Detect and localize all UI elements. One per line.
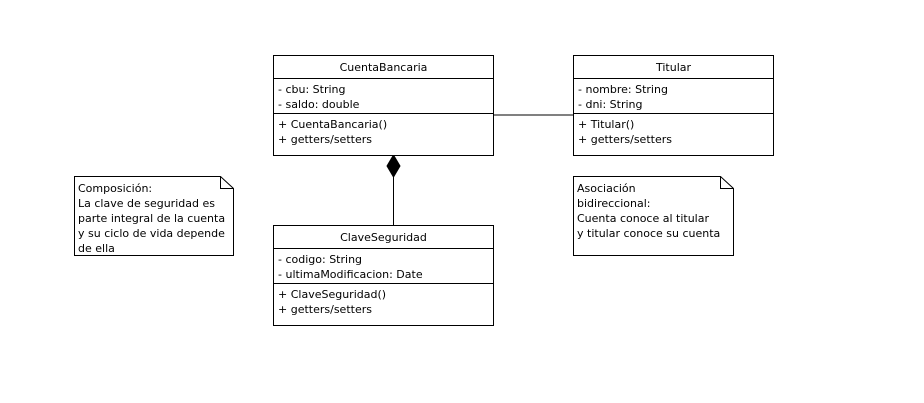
class-attributes: - cbu: String - saldo: double xyxy=(274,79,493,114)
class-operations: + Titular() + getters/setters xyxy=(574,114,773,147)
operation: + getters/setters xyxy=(578,133,672,146)
class-clave-seguridad[interactable]: ClaveSeguridad - codigo: String - ultima… xyxy=(273,225,494,326)
note-text: Composición: La clave de seguridad es pa… xyxy=(78,181,225,256)
class-operations: + CuentaBancaria() + getters/setters xyxy=(274,114,493,147)
note-text: Asociación bidireccional: Cuenta conoce … xyxy=(577,181,720,241)
operation: + Titular() xyxy=(578,118,635,131)
note-line: Cuenta conoce al titular xyxy=(577,212,709,225)
note-asociacion[interactable]: Asociación bidireccional: Cuenta conoce … xyxy=(573,176,735,257)
attribute: - saldo: double xyxy=(278,98,360,111)
attribute: - cbu: String xyxy=(278,83,346,96)
operation: + ClaveSeguridad() xyxy=(278,288,387,301)
note-line: Asociación xyxy=(577,182,636,195)
attribute: - nombre: String xyxy=(578,83,668,96)
operation: + getters/setters xyxy=(278,303,372,316)
operation: + CuentaBancaria() xyxy=(278,118,388,131)
note-line: Composición: xyxy=(78,182,153,195)
note-line: bidireccional: xyxy=(577,197,651,210)
operation: + getters/setters xyxy=(278,133,372,146)
note-composicion[interactable]: Composición: La clave de seguridad es pa… xyxy=(74,176,235,257)
note-line: parte integral de la cuenta xyxy=(78,212,226,225)
note-shape xyxy=(74,176,234,256)
class-attributes: - codigo: String - ultimaModificacion: D… xyxy=(274,249,493,284)
class-name: ClaveSeguridad xyxy=(274,226,493,249)
attribute: - codigo: String xyxy=(278,253,363,266)
attribute: - ultimaModificacion: Date xyxy=(278,268,423,281)
attribute: - dni: String xyxy=(578,98,643,111)
class-titular[interactable]: Titular - nombre: String - dni: String +… xyxy=(573,55,774,156)
class-name: CuentaBancaria xyxy=(274,56,493,79)
composition-diamond xyxy=(386,154,401,178)
class-attributes: - nombre: String - dni: String xyxy=(574,79,773,114)
note-line: y titular conoce su cuenta xyxy=(577,227,721,240)
class-name: Titular xyxy=(574,56,773,79)
note-line: de ella xyxy=(78,242,115,255)
note-line: La clave de seguridad es xyxy=(78,197,215,210)
note-line: y su ciclo de vida depende xyxy=(78,227,225,240)
note-shape xyxy=(573,176,734,256)
class-operations: + ClaveSeguridad() + getters/setters xyxy=(274,284,493,317)
class-cuenta-bancaria[interactable]: CuentaBancaria - cbu: String - saldo: do… xyxy=(273,55,494,156)
